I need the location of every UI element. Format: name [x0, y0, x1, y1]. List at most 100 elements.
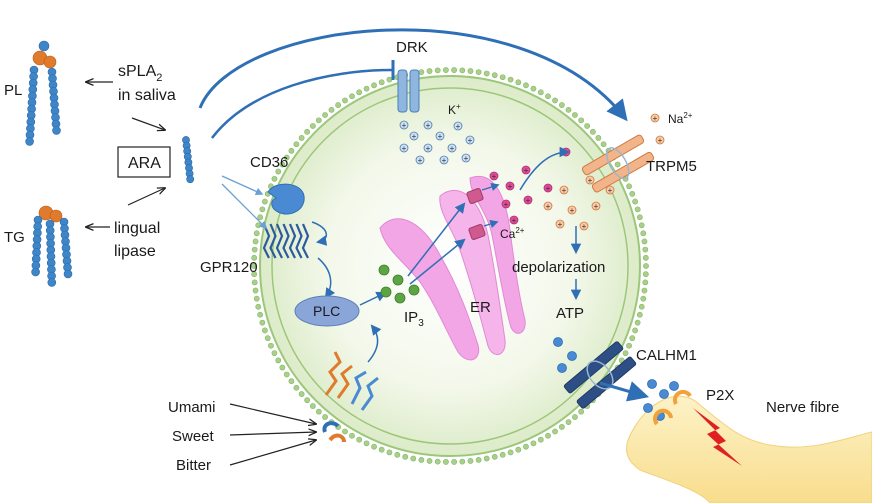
- na-ion: [579, 221, 589, 231]
- membrane-bead: [378, 79, 385, 86]
- k-ion: [439, 155, 449, 165]
- membrane-bead: [636, 214, 643, 221]
- membrane-bead: [572, 112, 578, 118]
- membrane-bead: [552, 428, 558, 435]
- membrane-bead: [499, 74, 506, 81]
- ara-to-trpm5-arrow: [198, 28, 628, 122]
- lipid-bead: [47, 278, 57, 287]
- lipid-bead: [31, 267, 40, 277]
- ip3-dot: [378, 264, 390, 276]
- membrane-bead: [578, 408, 585, 415]
- membrane-bead: [565, 419, 572, 426]
- membrane-bead: [434, 67, 441, 74]
- membrane-bead: [467, 68, 474, 74]
- calhm1-label: CALHM1: [636, 347, 697, 364]
- membrane-bead: [491, 72, 498, 79]
- membrane-bead: [641, 238, 648, 245]
- ip3-receptor-lower: [468, 224, 486, 240]
- membrane-bead: [552, 97, 558, 104]
- k-ion-sign: +: [456, 122, 461, 131]
- k-ion-sign: +: [468, 136, 473, 145]
- membrane-bead: [483, 455, 490, 462]
- na-ion: [543, 201, 553, 211]
- na-ion: [559, 185, 569, 195]
- k-ion-sign: +: [418, 156, 423, 165]
- plc-enzyme: [294, 295, 360, 327]
- receptor-release-arrow-1: [481, 182, 500, 192]
- ca-ion: [521, 165, 531, 175]
- membrane-bead: [558, 424, 565, 430]
- membrane-bead: [356, 89, 363, 96]
- membrane-bead: [515, 79, 522, 86]
- membrane-bead: [304, 397, 311, 404]
- ip3-dot: [392, 274, 404, 286]
- membrane-bead: [530, 440, 537, 447]
- membrane-bead: [322, 414, 328, 420]
- membrane-bead: [584, 123, 591, 129]
- k-ion-label: K+: [448, 102, 461, 117]
- gpr120-helix: [301, 223, 310, 259]
- ca-ion: [543, 183, 553, 193]
- membrane-bead: [283, 154, 290, 161]
- membrane-bead: [523, 82, 529, 89]
- na-ion-sign: +: [608, 186, 613, 195]
- potassium-ions: ++++++++++++: [399, 120, 475, 165]
- membrane-bead: [363, 85, 370, 92]
- membrane-bead: [537, 436, 544, 443]
- phospholipid-molecule: [25, 40, 61, 146]
- drk-label: DRK: [396, 39, 428, 56]
- p2x-receptor-2: [653, 408, 673, 426]
- membrane-bead: [283, 371, 290, 378]
- membrane-bead: [315, 117, 322, 124]
- membrane-bead: [309, 403, 316, 409]
- k-ion: [453, 121, 463, 131]
- na-ion-sign: +: [558, 220, 563, 229]
- k-ion-sign: +: [426, 144, 431, 153]
- na-ion-sign: +: [546, 202, 551, 211]
- membrane-bead: [537, 89, 544, 96]
- membrane-bead: [288, 147, 295, 154]
- bitter-arrow: [229, 440, 316, 466]
- bitter-label: Bitter: [176, 457, 211, 474]
- membrane-bead: [634, 319, 641, 326]
- k-ion-sign: +: [402, 121, 407, 130]
- membrane-bead: [255, 303, 262, 310]
- membrane-bead: [641, 287, 648, 294]
- pl-label: PL: [4, 82, 22, 99]
- lipid-glycerol: [43, 55, 57, 69]
- gpr120-to-plc-arrow: [317, 257, 336, 299]
- na-ion: [567, 205, 577, 215]
- endoplasmic-reticulum: ER: [379, 175, 526, 361]
- k-ion: [465, 135, 475, 145]
- na-ion-sign: +: [588, 176, 593, 185]
- er-label: ER: [470, 299, 491, 316]
- ca-ion: [523, 195, 533, 205]
- ip3-receptor-upper: [466, 188, 484, 204]
- membrane-bead: [259, 206, 266, 213]
- membrane-bead: [279, 161, 286, 168]
- membrane-bead: [578, 117, 585, 124]
- gpr120-helix: [275, 223, 284, 259]
- membrane-bead: [638, 222, 645, 229]
- atp-release-arrow: [599, 381, 650, 402]
- membrane-bead: [322, 112, 328, 118]
- membrane-bead: [442, 67, 449, 73]
- ip3-label: IP3: [404, 309, 424, 329]
- gpr120-helix: [262, 223, 271, 259]
- gpr120-helix: [295, 223, 303, 259]
- cd36-receptor: [267, 183, 305, 215]
- lipid-bead: [186, 175, 195, 184]
- membrane-bead: [632, 198, 638, 205]
- sweet-arrow: [229, 432, 316, 435]
- membrane-bead: [451, 459, 458, 465]
- na-ion-sign: +: [658, 136, 663, 145]
- ara-molecule: [182, 136, 195, 184]
- atp-dot: [659, 389, 669, 399]
- ara-label: ARA: [128, 155, 161, 172]
- membrane-bead: [629, 190, 636, 197]
- membrane-bead: [459, 67, 466, 74]
- membrane-bead: [342, 97, 348, 104]
- membrane-bead: [402, 453, 409, 460]
- na-ion-label: Na2+: [668, 111, 693, 126]
